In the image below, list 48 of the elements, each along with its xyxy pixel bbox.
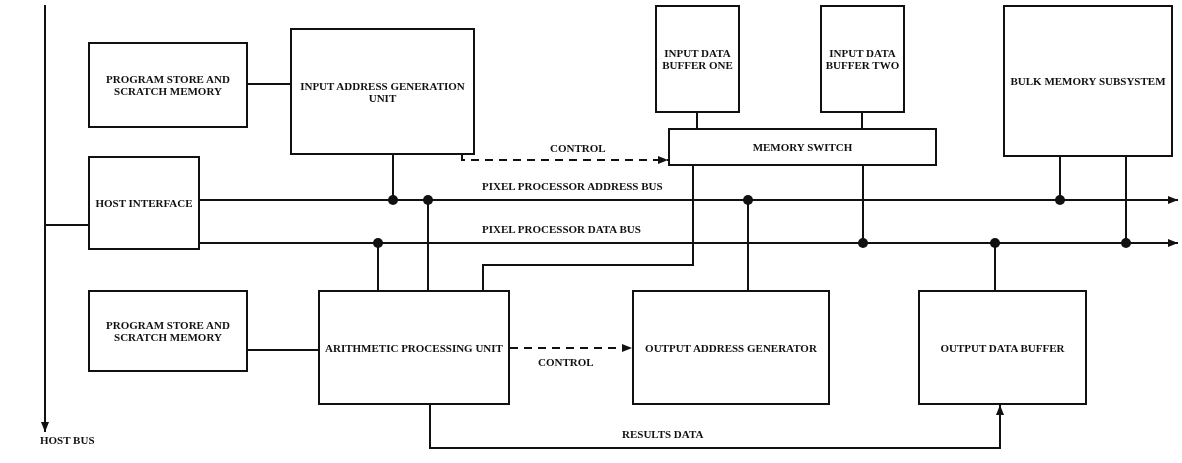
bus-connection-line bbox=[373, 238, 383, 291]
process-box bbox=[918, 290, 1087, 405]
box-label: HOST INTERFACE bbox=[95, 197, 193, 209]
arrow bbox=[41, 4, 49, 433]
bus-connection-line bbox=[1121, 156, 1131, 248]
arrow bbox=[429, 404, 1004, 449]
bus-connection-line bbox=[990, 238, 1000, 291]
process-box bbox=[655, 5, 740, 113]
edge-label: CONTROL bbox=[536, 356, 596, 369]
box-label: ARITHMETIC PROCESSING UNIT bbox=[325, 341, 503, 354]
edge-label: PIXEL PROCESSOR DATA BUS bbox=[480, 223, 643, 236]
process-box bbox=[318, 290, 510, 405]
box-label: PROGRAM STORE AND SCRATCH MEMORY bbox=[105, 73, 231, 97]
connector-line bbox=[44, 224, 89, 226]
process-box bbox=[88, 42, 248, 128]
arrow bbox=[199, 239, 1179, 247]
bus-connection-line bbox=[1055, 156, 1065, 205]
control-arrow bbox=[461, 154, 669, 164]
box-label: INPUT ADDRESS GENERATION UNIT bbox=[299, 79, 466, 104]
process-box bbox=[88, 156, 200, 250]
box-label: INPUT DATA BUFFER TWO bbox=[825, 47, 900, 71]
box-label: OUTPUT DATA BUFFER bbox=[940, 341, 1065, 354]
box-label: INPUT DATA BUFFER ONE bbox=[661, 47, 734, 71]
process-box bbox=[820, 5, 905, 113]
connector-line bbox=[482, 165, 694, 291]
bus-connection-line bbox=[388, 154, 398, 205]
edge-label: RESULTS DATA bbox=[620, 428, 706, 441]
process-box bbox=[1003, 5, 1173, 157]
connector-line bbox=[861, 112, 863, 129]
edge-label: PIXEL PROCESSOR ADDRESS BUS bbox=[480, 180, 665, 193]
bus-connection-line bbox=[423, 195, 433, 291]
process-box bbox=[668, 128, 937, 166]
box-label: PROGRAM STORE AND SCRATCH MEMORY bbox=[105, 319, 231, 343]
bus-connection-line bbox=[858, 165, 868, 248]
connector-line bbox=[247, 349, 319, 351]
control-arrow bbox=[509, 344, 633, 352]
bus-label: HOST BUS bbox=[40, 432, 110, 448]
box-label: BULK MEMORY SUBSYSTEM bbox=[1010, 75, 1166, 87]
connector-line bbox=[696, 112, 698, 129]
box-label: MEMORY SWITCH bbox=[752, 141, 853, 153]
process-box bbox=[632, 290, 830, 405]
arrow bbox=[199, 196, 1179, 204]
process-box bbox=[88, 290, 248, 372]
process-box bbox=[290, 28, 475, 155]
edge-label: CONTROL bbox=[548, 142, 608, 155]
connector-line bbox=[247, 83, 291, 85]
bus-connection-line bbox=[743, 195, 753, 291]
box-label: OUTPUT ADDRESS GENERATOR bbox=[645, 341, 817, 354]
